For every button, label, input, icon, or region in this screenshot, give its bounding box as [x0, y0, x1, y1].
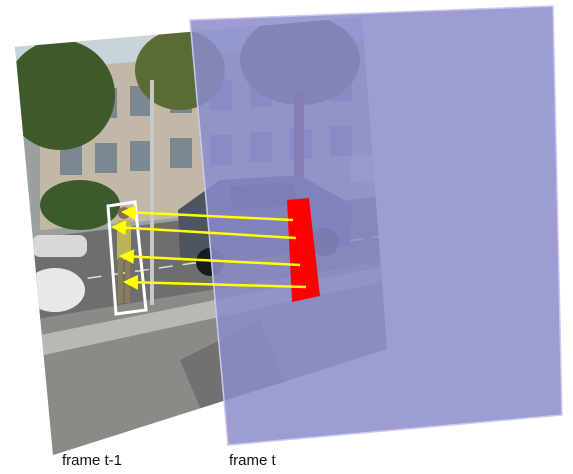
arrow-4 [123, 274, 307, 290]
white-car-left [25, 268, 85, 312]
target-region-frame-t [287, 198, 320, 302]
frame-t-minus-1-label: frame t-1 [62, 452, 123, 469]
arrow-2 [111, 220, 297, 240]
signpost [150, 80, 154, 305]
arrow-1 [121, 205, 294, 222]
bounding-box-frame-t-minus-1 [106, 200, 148, 316]
tree-left [15, 40, 115, 150]
correspondence-arrows [111, 205, 307, 290]
arrow-3 [119, 249, 301, 267]
white-car-far [32, 235, 87, 257]
frame-t-label: frame t [229, 452, 276, 469]
bushes [40, 180, 120, 230]
frame-t-plane [189, 5, 563, 446]
